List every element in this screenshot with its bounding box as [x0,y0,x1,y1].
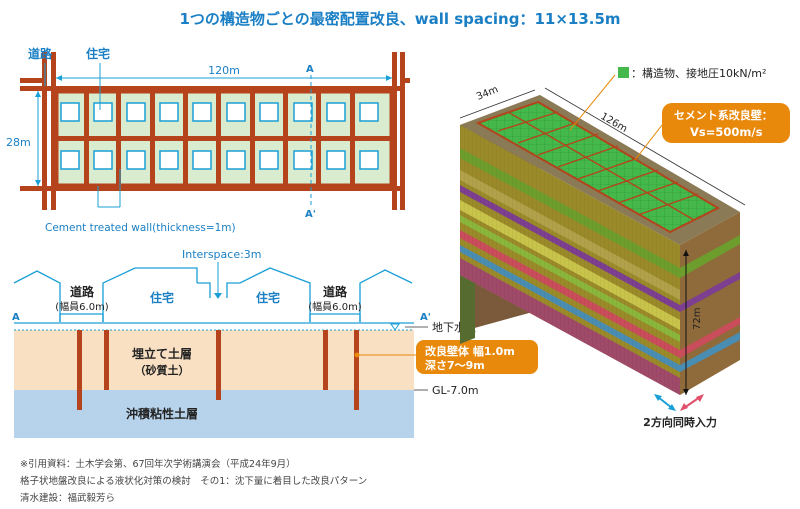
note-3: 清水建設：福武毅芳ら [20,493,116,504]
page-title: 1つの構造物ごとの最密配置改良、wall spacing：11×13.5m [179,10,621,28]
cement-callout [662,103,790,143]
plan-houses [60,102,379,170]
note-1: ※引用資料：土木学会第、67回年次学術講演会（平成24年9月） [20,459,296,470]
road2-width: (幅員6.0m) [308,300,362,313]
legend-swatch [618,67,629,78]
interspace-label: Interspace:3m [182,248,262,261]
wall-callout-line1: 改良壁体 幅1.0m [425,344,515,358]
model-width-label: 34m [475,84,500,103]
plan-walls [84,91,355,186]
section-a-right: A' [420,312,431,323]
gl-label: GL-7.0m [432,384,479,397]
cement-callout-line1: セメント系改良壁： [674,108,773,122]
section-walls [77,330,359,410]
plan-wall-label: Cement treated wall(thickness=1m) [45,222,236,234]
input-label: 2方向同時入力 [643,415,717,429]
house2-label: 住宅 [256,290,280,305]
road1-width: (幅員6.0m) [55,300,109,313]
section-a-left: A [12,312,20,323]
plan-width-label: 120m [208,64,240,77]
model-front-face [460,125,680,395]
plan-section-a: A [306,64,314,75]
wall-callout-line2: 深さ7～9m [425,358,485,372]
plan-house-label: 住宅 [86,46,110,61]
plan-view: 120m 28m 道路 住宅 A A' Cement treated wall(… [6,46,410,234]
model-right-face [680,212,740,395]
model-length-label: 126m [599,111,629,135]
legend-label: ：構造物、接地圧10kN/m² [631,66,766,80]
note-2: 格子状地盤改良による液状化対策の検討 その1：沈下量に着目した改良パターン [20,476,368,487]
fill-layer-sub: （砂質土） [135,363,190,377]
cement-callout-line2: Vs=500m/s [690,125,763,139]
plan-section-a2: A' [305,209,316,220]
road1-label: 道路 [70,284,95,299]
house1-label: 住宅 [150,290,174,305]
section-view: Interspace:3m 道路 (幅員6.0m) 住宅 住宅 道路 (幅員6.… [12,248,538,438]
wall-callout [416,340,538,374]
fill-layer-label: 埋立て土層 [132,346,192,361]
model-3d-view: 34m 126m 72m ：構造物、接地圧10kN/m² セメント系改良壁： V… [459,66,790,429]
plan-road-label: 道路 [28,46,53,61]
model-depth-label: 72m [692,308,703,330]
road2-label: 道路 [323,284,348,299]
plan-height-label: 28m [6,136,31,149]
clay-layer-label: 沖積粘性土層 [126,406,198,421]
